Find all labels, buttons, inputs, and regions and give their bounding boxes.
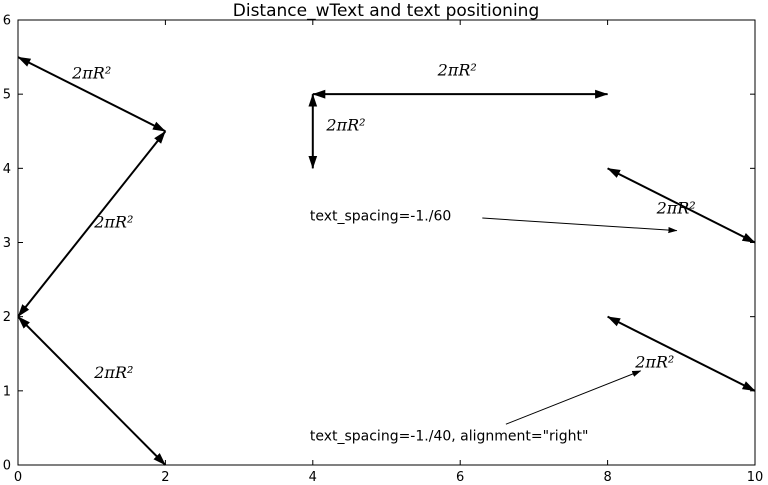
y-tick-label: 1 [3,384,11,399]
measure-arrow [17,56,166,133]
measure-arrow [607,315,756,392]
x-tick-label: 8 [603,470,611,485]
arrow-label: 2πR² [93,212,133,231]
y-tick-label: 6 [3,14,11,29]
measure-arrow [17,315,167,466]
arrow-label: 2πR² [437,60,477,79]
annotation-arrow [505,370,642,425]
y-tick-label: 5 [3,88,11,103]
annotation-arrow [482,217,678,234]
arrow-label: 2πR² [656,198,696,217]
x-tick-label: 4 [309,470,317,485]
plot-area: 0 2 4 6 8 10 0 1 2 3 4 5 6 2πR² 2πR² 2πR² 2πR² 2πR² 2πR² 2π… [3,14,764,485]
x-tick-label: 10 [747,470,764,485]
arrow-label: 2πR² [71,63,111,82]
measure-arrow [17,130,167,318]
y-tick-label: 2 [3,310,11,325]
chart-title: Distance_wText and text positioning [233,1,540,21]
x-tick-label: 6 [456,470,464,485]
y-tick-label: 3 [3,236,11,251]
annotation-label: text_spacing=-1./40, alignment="right" [310,429,589,445]
arrow-label: 2πR² [93,363,133,382]
y-tick-label: 0 [3,459,11,474]
arrow-label: 2πR² [634,353,674,372]
annotation-label: text_spacing=-1./60 [310,208,451,224]
x-tick-label: 2 [161,470,169,485]
x-tick-label: 0 [14,470,22,485]
y-tick-label: 4 [3,162,11,177]
measure-arrow [607,167,756,244]
arrow-label: 2πR² [325,115,365,134]
